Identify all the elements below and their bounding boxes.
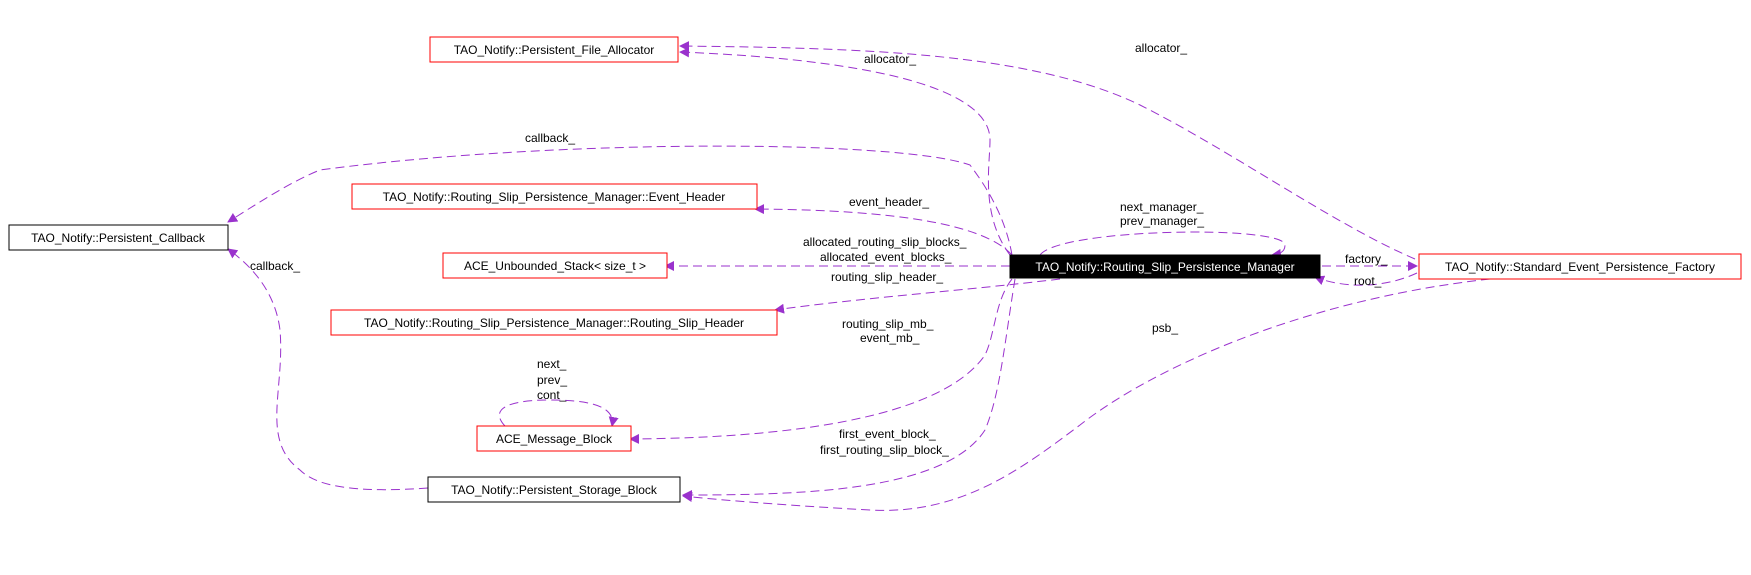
label-allocator-top: allocator_ xyxy=(1135,41,1187,55)
node-standard-event-persistence-factory[interactable]: TAO_Notify::Standard_Event_Persistence_F… xyxy=(1418,253,1742,280)
node-label: TAO_Notify::Routing_Slip_Persistence_Man… xyxy=(1035,260,1294,274)
node-persistent-file-allocator[interactable]: TAO_Notify::Persistent_File_Allocator xyxy=(429,36,679,63)
node-label: TAO_Notify::Routing_Slip_Persistence_Man… xyxy=(364,316,744,330)
edge-manager-message-block xyxy=(629,278,1013,444)
edge-message-block-self xyxy=(499,399,619,427)
label-psb: psb_ xyxy=(1152,321,1178,335)
node-label: TAO_Notify::Persistent_File_Allocator xyxy=(454,43,655,57)
label-event-mb: event_mb_ xyxy=(860,331,920,345)
label-allocator-mid: allocator_ xyxy=(864,52,916,66)
label-allocated-routing-slip-blocks: allocated_routing_slip_blocks_ xyxy=(803,235,967,249)
node-persistent-storage-block[interactable]: TAO_Notify::Persistent_Storage_Block xyxy=(427,476,681,503)
node-event-header[interactable]: TAO_Notify::Routing_Slip_Persistence_Man… xyxy=(351,183,758,210)
label-event-header: event_header_ xyxy=(849,195,929,209)
label-first-routing-slip-block: first_routing_slip_block_ xyxy=(820,443,949,457)
edge-storage-block-callback xyxy=(227,248,429,491)
label-callback-left: callback_ xyxy=(250,259,300,273)
label-cont: cont_ xyxy=(537,388,567,402)
edge-manager-allocator xyxy=(679,47,1011,256)
edge-labels: allocator_ allocator_ callback_ event_he… xyxy=(250,41,1388,457)
edge-manager-event-header xyxy=(754,204,1013,256)
edges xyxy=(227,41,1491,511)
node-message-block[interactable]: ACE_Message_Block xyxy=(476,425,632,452)
label-next-manager: next_manager_ xyxy=(1120,200,1204,214)
node-label: TAO_Notify::Persistent_Storage_Block xyxy=(451,483,658,497)
edge-manager-routing-slip-header xyxy=(774,278,1061,314)
edge-factory-root xyxy=(1314,272,1418,286)
label-allocated-event-blocks: allocated_event_blocks_ xyxy=(820,250,952,264)
node-label: TAO_Notify::Routing_Slip_Persistence_Man… xyxy=(383,190,726,204)
node-unbounded-stack[interactable]: ACE_Unbounded_Stack< size_t > xyxy=(442,252,668,279)
label-callback-top: callback_ xyxy=(525,131,575,145)
label-routing-slip-mb: routing_slip_mb_ xyxy=(842,317,934,331)
node-routing-slip-header[interactable]: TAO_Notify::Routing_Slip_Persistence_Man… xyxy=(330,309,778,336)
label-routing-slip-header: routing_slip_header_ xyxy=(831,270,943,284)
node-label: ACE_Message_Block xyxy=(496,432,613,446)
label-prev: prev_ xyxy=(537,373,567,387)
label-first-event-block: first_event_block_ xyxy=(839,427,936,441)
node-label: TAO_Notify::Persistent_Callback xyxy=(31,231,206,245)
label-next: next_ xyxy=(537,357,567,371)
edge-manager-callback xyxy=(227,145,1013,256)
edge-factory-allocator xyxy=(679,41,1416,260)
node-label: ACE_Unbounded_Stack< size_t > xyxy=(464,259,646,273)
node-label: TAO_Notify::Standard_Event_Persistence_F… xyxy=(1445,260,1715,274)
label-prev-manager: prev_manager_ xyxy=(1120,214,1204,228)
edge-manager-self xyxy=(1039,231,1286,259)
label-factory: factory_ xyxy=(1345,252,1388,266)
node-routing-slip-persistence-manager[interactable]: TAO_Notify::Routing_Slip_Persistence_Man… xyxy=(1009,254,1321,279)
node-persistent-callback[interactable]: TAO_Notify::Persistent_Callback xyxy=(8,224,229,251)
edge-factory-storage-block xyxy=(682,278,1491,511)
label-root: root_ xyxy=(1354,274,1382,288)
